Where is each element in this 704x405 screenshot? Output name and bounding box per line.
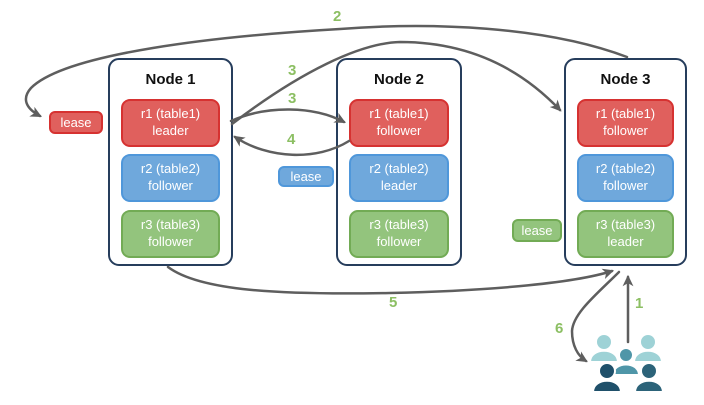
replica-role: follower [603, 123, 648, 138]
step-label-6: 6 [555, 320, 564, 337]
node-3-replica-r3: r3 (table3) leader [577, 210, 674, 258]
replica-name: r1 (table1) [595, 106, 656, 122]
arrow-step-3-to-node2 [229, 108, 346, 124]
users-icon [588, 333, 665, 393]
lease-tag-table2: lease [278, 166, 334, 187]
node-2-replica-r3: r3 (table3) follower [349, 210, 449, 258]
replica-name: r2 (table2) [369, 161, 429, 177]
arrow-step-6 [570, 270, 621, 363]
node-3-replica-r2: r2 (table2) follower [577, 154, 674, 202]
user-figure-dark-left [591, 362, 623, 393]
step-label-5: 5 [389, 294, 398, 311]
replica-name: r1 (table1) [140, 106, 201, 122]
step-label-3b: 3 [288, 90, 297, 107]
node-1-replica-r1: r1 (table1) leader [121, 99, 220, 147]
lease-tag-table3: lease [512, 219, 562, 242]
node-1-replica-r2: r2 (table2) follower [121, 154, 220, 202]
node-2-title: Node 2 [373, 71, 424, 88]
node-3-container: Node 3 r1 (table1) follower r2 (table2) … [564, 58, 687, 266]
node-2-container: Node 2 r1 (table1) follower r2 (table2) … [336, 58, 462, 266]
replica-name: r1 (table1) [369, 106, 429, 122]
step-label-3a: 3 [288, 62, 297, 79]
replica-role: leader [152, 123, 189, 138]
step-label-1: 1 [635, 295, 644, 312]
replica-role: follower [148, 178, 193, 193]
replica-role: follower [148, 234, 193, 249]
lease-tag-table1: lease [49, 111, 103, 134]
replica-role: follower [603, 178, 648, 193]
replica-name: r2 (table2) [595, 161, 656, 177]
user-figure-dark-right [633, 362, 665, 393]
node-3-replica-r1: r1 (table1) follower [577, 99, 674, 147]
step-label-4: 4 [287, 131, 296, 148]
user-figure-mid [611, 347, 641, 376]
replica-name: r2 (table2) [140, 161, 201, 177]
replica-role: leader [380, 178, 418, 193]
node-1-title: Node 1 [145, 71, 196, 88]
replica-name: r3 (table3) [369, 217, 429, 233]
replica-name: r3 (table3) [595, 217, 656, 233]
user-figure-light-right [632, 333, 664, 363]
node-3-title: Node 3 [600, 71, 651, 88]
user-figure-light-left [588, 333, 620, 363]
replica-role: follower [376, 234, 422, 249]
replica-role: leader [607, 234, 644, 249]
node-1-replica-r3: r3 (table3) follower [121, 210, 220, 258]
node-2-replica-r1: r1 (table1) follower [349, 99, 449, 147]
node-2-replica-r2: r2 (table2) leader [349, 154, 449, 202]
arrow-step-5 [166, 265, 615, 295]
replica-name: r3 (table3) [140, 217, 201, 233]
step-label-2: 2 [333, 8, 342, 25]
node-1-container: Node 1 r1 (table1) leader r2 (table2) fo… [108, 58, 233, 266]
replica-role: follower [376, 123, 422, 138]
